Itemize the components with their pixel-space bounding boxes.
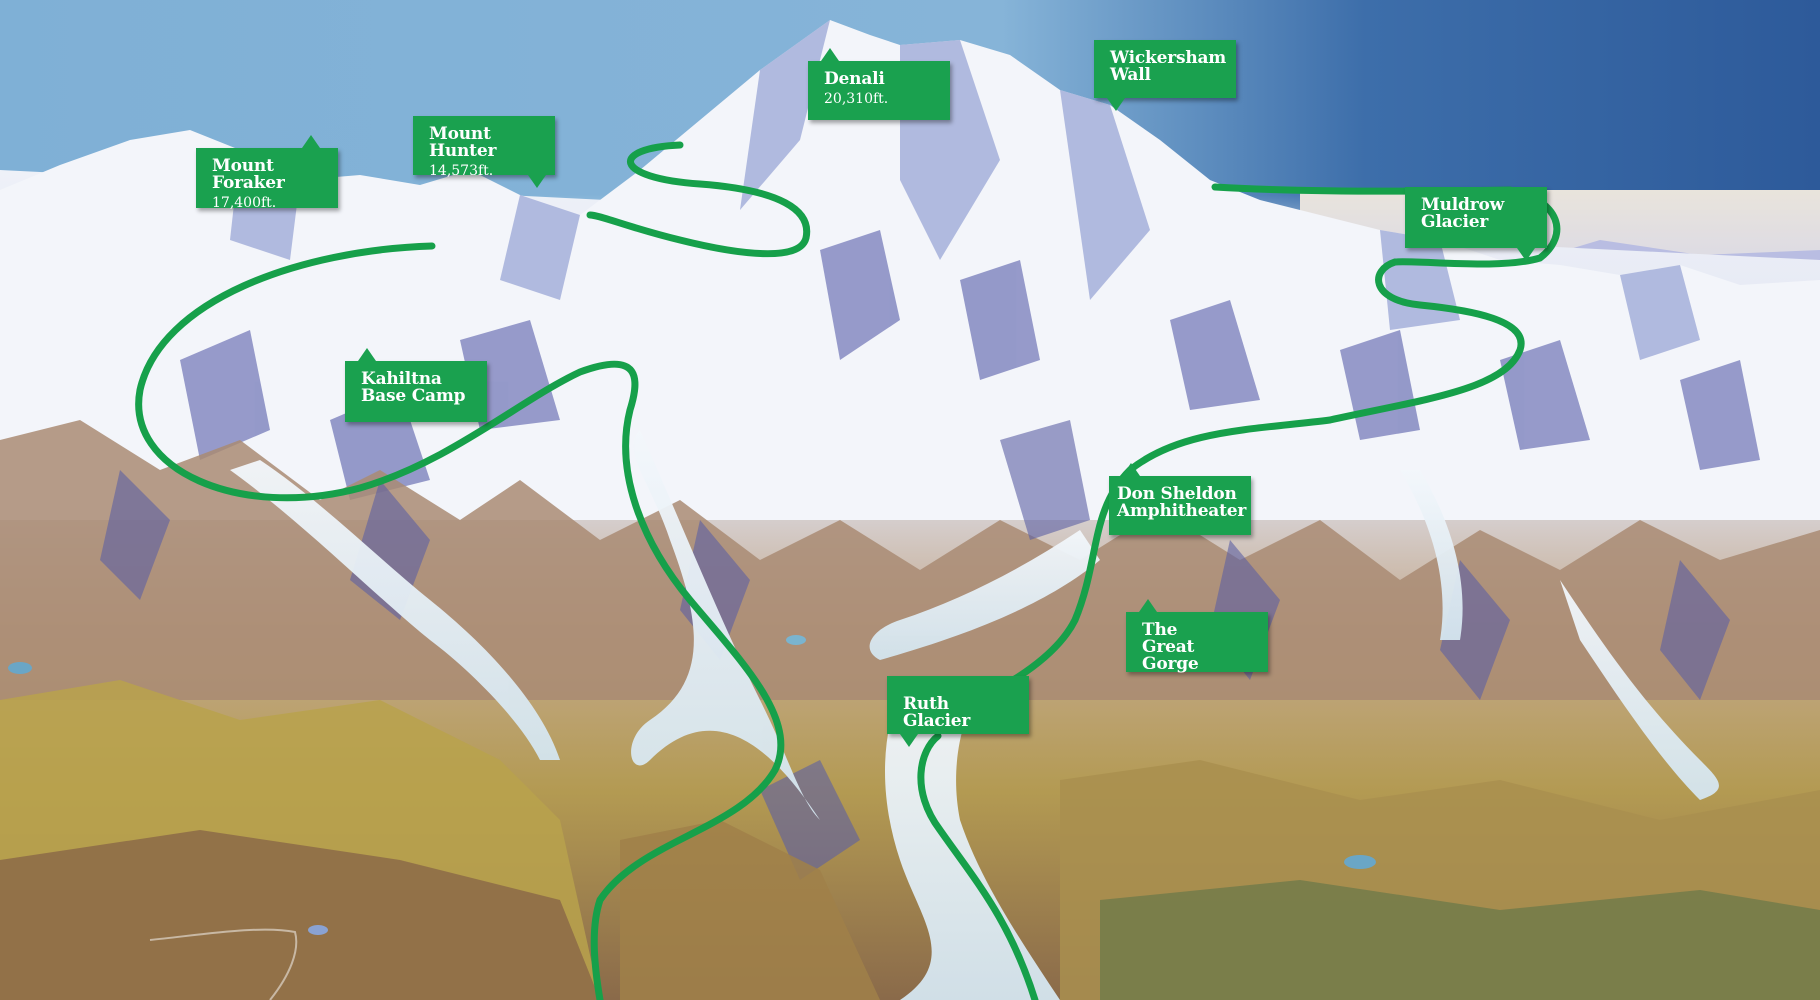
route-line-kahiltna [135,242,785,1000]
pointer-up-icon [1139,599,1157,612]
pointer-down-icon [1107,98,1125,111]
label-mount-hunter[interactable]: Mount Hunter 14,573ft. [413,116,555,188]
label-mount-foraker[interactable]: Mount Foraker 17,400ft. [196,135,338,211]
pointer-up-icon [821,48,839,61]
pointer-down-icon [900,734,918,747]
label-name: Don Sheldon Amphitheater [1117,484,1247,521]
pointer-down-icon [1517,248,1535,261]
label-muldrow-glacier[interactable]: Muldrow Glacier [1405,187,1547,261]
pointer-up-icon [358,348,376,361]
route-line-ruth [917,732,1039,1000]
label-elevation: 17,400ft. [212,195,277,211]
label-name: Wickersham Wall [1110,48,1227,85]
label-name: Denali [824,69,885,89]
label-wickersham-wall[interactable]: Wickersham Wall [1094,40,1236,111]
label-elevation: 14,573ft. [429,163,494,179]
label-the-great-gorge[interactable]: The Great Gorge [1126,599,1268,674]
label-name: Mount Hunter [429,124,497,161]
label-name: Kahiltna Base Camp [361,369,466,406]
label-name: Ruth Glacier [903,694,971,731]
pointer-down-icon [528,175,546,188]
label-don-sheldon-amphitheater[interactable]: Don Sheldon Amphitheater [1109,463,1251,535]
label-ruth-glacier[interactable]: Ruth Glacier [887,676,1029,747]
pointer-up-icon [1122,463,1140,476]
label-kahiltna-base-camp[interactable]: Kahiltna Base Camp [345,348,487,422]
label-elevation: 20,310ft. [824,91,889,107]
label-name: Muldrow Glacier [1421,195,1505,232]
label-name: The Great Gorge [1142,620,1199,674]
route-line-denali-upper [586,141,811,258]
pointer-up-icon [302,135,320,148]
label-name: Mount Foraker [212,156,285,193]
label-denali[interactable]: Denali 20,310ft. [808,48,950,120]
